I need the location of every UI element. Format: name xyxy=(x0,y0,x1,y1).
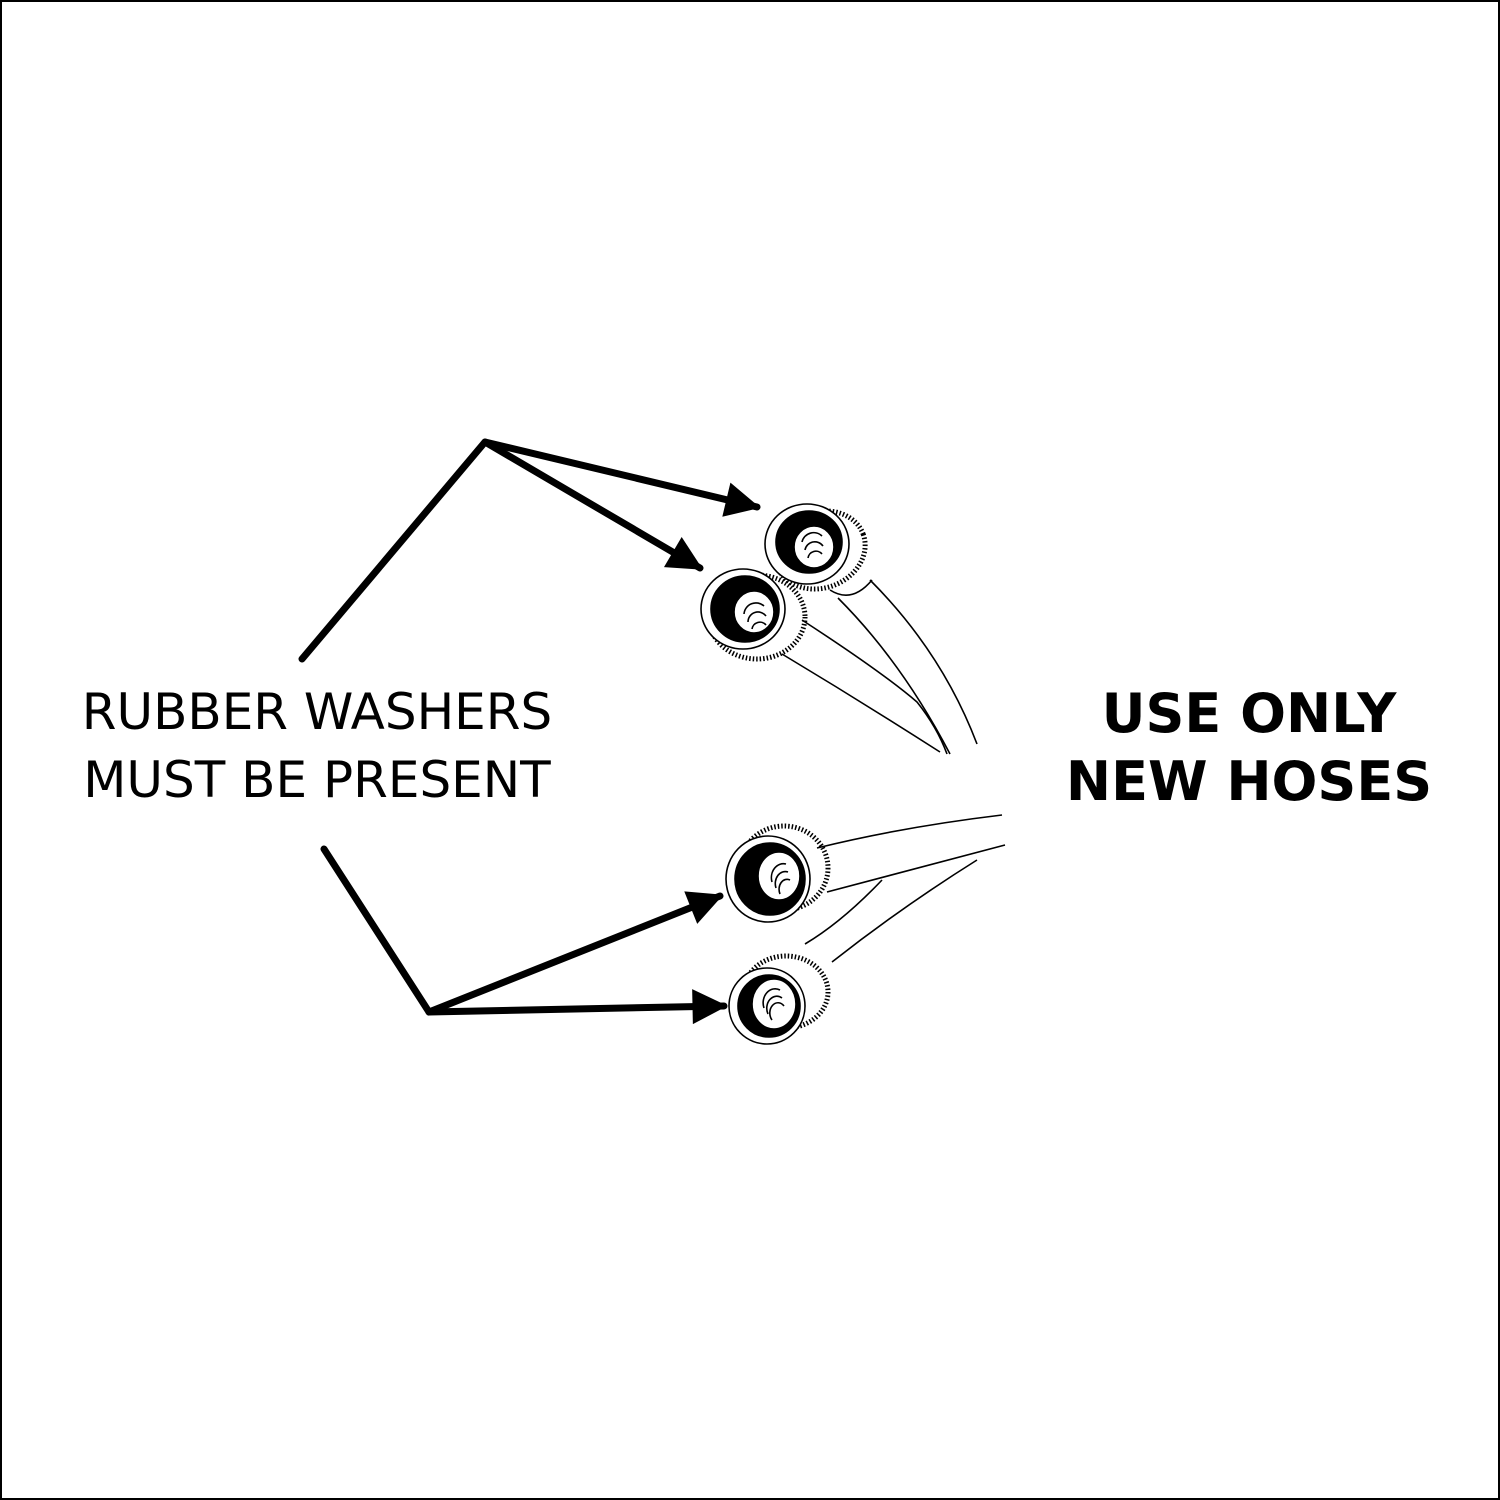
top-arrow-stem xyxy=(298,438,761,663)
bottom-hoses xyxy=(804,814,1006,963)
new-hoses-label: USE ONLY NEW HOSES xyxy=(1042,680,1456,816)
top-arrows xyxy=(298,438,761,663)
right-label-line-1: USE ONLY xyxy=(1101,682,1397,745)
rubber-washers-label: RUBBER WASHERS MUST BE PRESENT xyxy=(57,678,577,814)
right-label-line-2: NEW HOSES xyxy=(1065,750,1433,813)
hose-fitting-bottom-lower xyxy=(728,953,831,1045)
top-arrow-branch xyxy=(481,438,704,572)
left-label-line-2: MUST BE PRESENT xyxy=(83,751,551,809)
left-label-line-1: RUBBER WASHERS xyxy=(81,683,553,741)
hose-fitting-bottom-upper xyxy=(725,823,831,923)
hose-fitting-top-back xyxy=(764,503,868,592)
bottom-arrow-stem xyxy=(320,845,724,1016)
bottom-arrows xyxy=(320,845,728,1025)
hose-fitting-top-front xyxy=(700,568,808,662)
bottom-arrow-branch xyxy=(425,989,728,1025)
top-hoses xyxy=(781,579,978,755)
